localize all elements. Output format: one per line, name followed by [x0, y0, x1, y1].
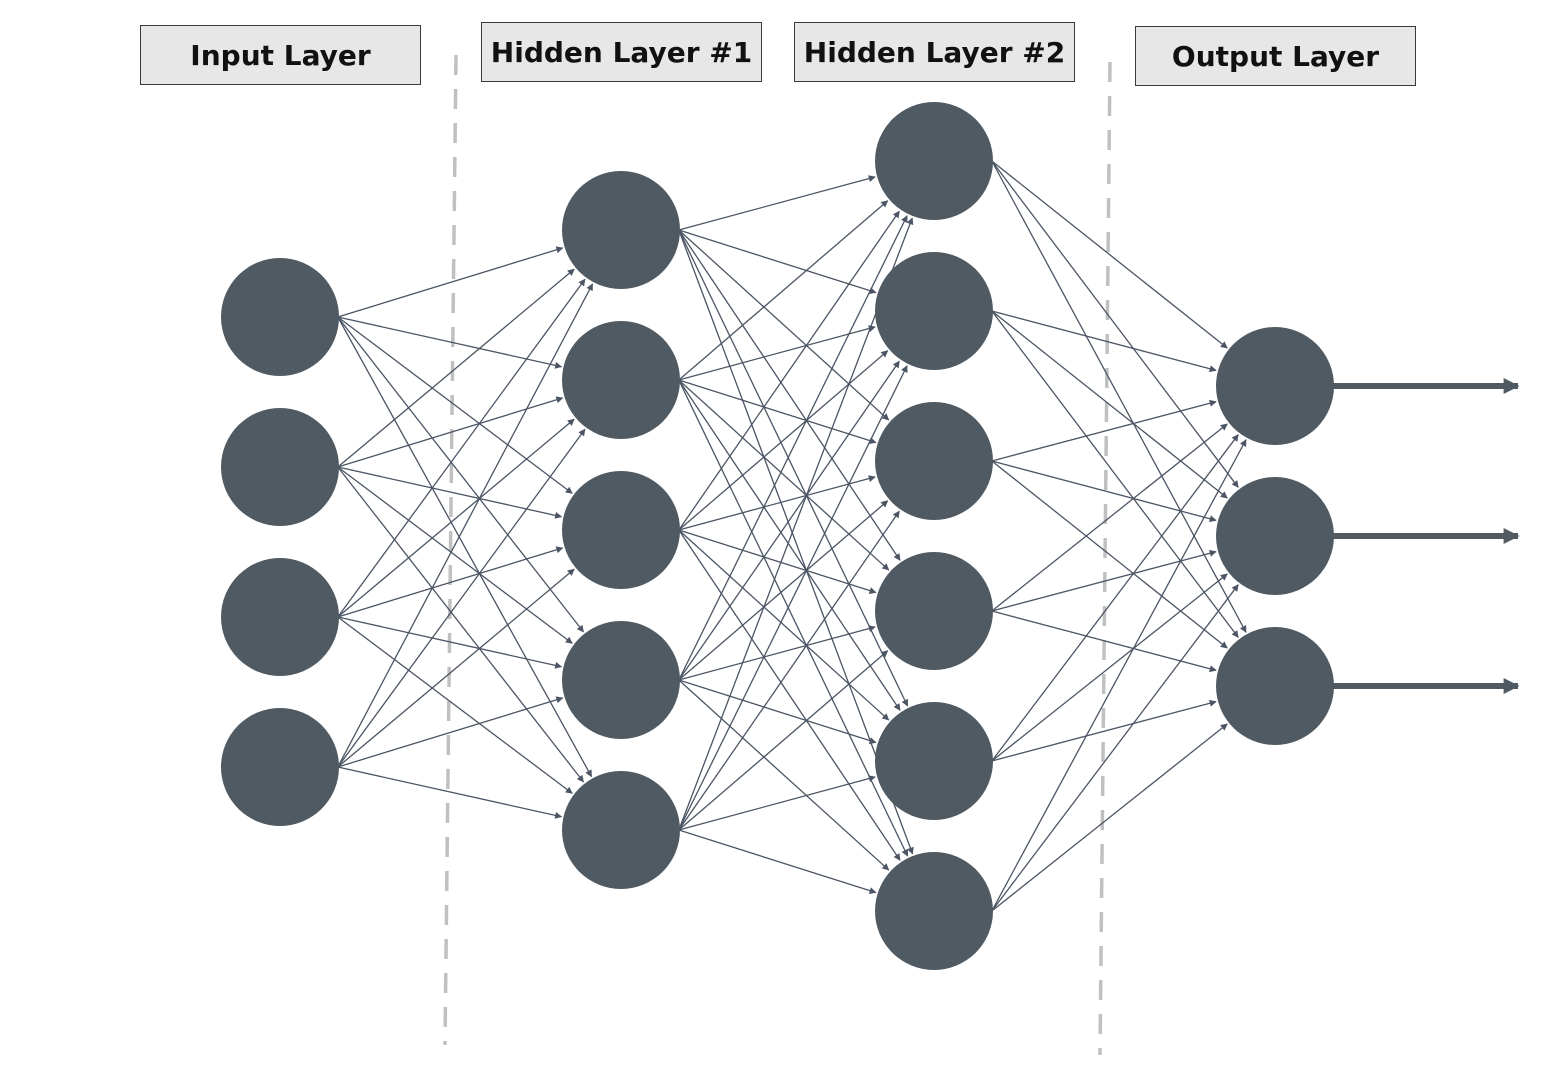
connection-arrow — [337, 616, 563, 669]
connection-arrow — [337, 316, 593, 778]
connection-arrow — [678, 210, 900, 531]
connection-arrow — [991, 434, 1239, 762]
connection-arrow — [678, 200, 889, 381]
connection-arrow — [678, 229, 914, 855]
connection-arrow — [678, 217, 914, 831]
input-node — [221, 408, 339, 526]
output-node — [1216, 477, 1334, 595]
connection-arrow — [337, 466, 563, 519]
connection-arrow — [678, 679, 890, 871]
connection-arrow — [678, 229, 890, 421]
connection-arrow — [337, 396, 564, 468]
hidden-layer-1-label: Hidden Layer #1 — [481, 22, 762, 82]
connection-arrow — [991, 610, 1217, 673]
connection-arrow — [678, 175, 876, 231]
hidden1-node — [562, 171, 680, 289]
connection-arrow — [991, 460, 1217, 523]
connection-arrow — [678, 625, 876, 681]
hidden2-node — [875, 252, 993, 370]
connection-arrow — [678, 510, 900, 831]
connection-arrow — [678, 529, 901, 861]
connection-arrow — [678, 650, 889, 831]
connection-arrow — [991, 399, 1217, 462]
connection-arrow — [337, 466, 573, 644]
connection-arrow — [337, 268, 575, 468]
connection-arrow — [991, 723, 1228, 912]
connection-arrow — [678, 229, 901, 561]
connection-arrow — [678, 775, 876, 831]
output-layer-label: Output Layer — [1135, 26, 1416, 86]
connection-arrow — [337, 283, 594, 768]
hidden1-node — [562, 621, 680, 739]
hidden2-node — [875, 702, 993, 820]
hidden1-node — [562, 471, 680, 589]
input-node — [221, 558, 339, 676]
connection-arrow — [678, 679, 877, 744]
connection-arrow — [991, 584, 1239, 912]
connection-arrow — [991, 699, 1217, 762]
input-node — [221, 708, 339, 826]
connection-arrow — [678, 500, 889, 681]
connection-arrow — [678, 350, 889, 531]
connection-arrow — [337, 316, 573, 494]
connection-arrow — [678, 360, 900, 681]
connection-arrow — [337, 418, 575, 618]
connection-arrow — [337, 616, 573, 794]
connection-arrow — [337, 766, 563, 819]
connection-arrow — [991, 310, 1239, 638]
connection-arrow — [678, 379, 909, 857]
hidden1-node — [562, 321, 680, 439]
connection-arrow — [991, 460, 1228, 649]
connection-arrow — [337, 316, 563, 369]
hidden2-node — [875, 852, 993, 970]
hidden2-node — [875, 552, 993, 670]
connection-arrow — [678, 365, 908, 831]
connection-arrow — [678, 529, 890, 721]
output-node — [1216, 327, 1334, 445]
connection-arrow — [678, 325, 876, 381]
connection-arrow — [337, 316, 584, 633]
input-layer-label: Input Layer — [140, 25, 421, 85]
connection-arrow — [678, 379, 890, 571]
connection-arrow — [337, 696, 564, 768]
hidden2-node — [875, 102, 993, 220]
output-node — [1216, 627, 1334, 745]
connection-arrow — [337, 568, 575, 768]
connection-arrow — [678, 215, 908, 681]
connection-arrow — [991, 573, 1228, 762]
connection-arrow — [678, 475, 876, 531]
layer-dividers — [443, 54, 1112, 1056]
connection-arrow — [991, 160, 1239, 488]
hidden1-node — [562, 771, 680, 889]
neurons — [221, 102, 1334, 970]
connection-arrow — [337, 278, 586, 618]
divider-line — [1098, 61, 1112, 1056]
connection-arrow — [991, 310, 1228, 499]
connection-arrow — [337, 466, 584, 783]
connection-arrow — [991, 549, 1217, 612]
connection-arrow — [678, 379, 877, 444]
divider-line — [443, 54, 458, 1046]
connection-arrow — [991, 423, 1228, 612]
connection-arrow — [991, 160, 1228, 349]
connection-arrow — [678, 529, 877, 594]
connection-arrow — [337, 246, 564, 318]
connection-arrow — [991, 310, 1217, 373]
connection-arrow — [337, 428, 586, 768]
connection-arrow — [991, 439, 1247, 912]
connections — [337, 160, 1247, 912]
output-arrows — [1332, 378, 1520, 694]
connection-arrow — [991, 160, 1247, 633]
input-node — [221, 258, 339, 376]
connection-arrow — [678, 229, 877, 294]
connection-arrow — [678, 379, 901, 711]
connection-arrow — [337, 546, 564, 618]
hidden2-node — [875, 402, 993, 520]
connection-arrow — [678, 229, 909, 707]
connection-arrow — [678, 829, 877, 894]
hidden-layer-2-label: Hidden Layer #2 — [794, 22, 1075, 82]
